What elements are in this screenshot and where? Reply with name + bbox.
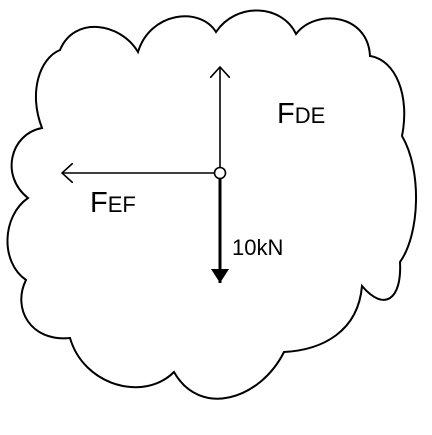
force-ef-label-sub: EF — [108, 192, 136, 217]
force-ef-label-main: F — [90, 187, 108, 219]
joint-node — [213, 166, 227, 180]
force-de-label: FDE — [277, 98, 325, 130]
cloud-boundary — [6, 9, 417, 400]
force-ef-label: FEF — [90, 187, 136, 219]
force-de-label-main: F — [277, 98, 295, 130]
load-label: 10kN — [232, 235, 283, 260]
force-de-label-sub: DE — [295, 103, 326, 128]
